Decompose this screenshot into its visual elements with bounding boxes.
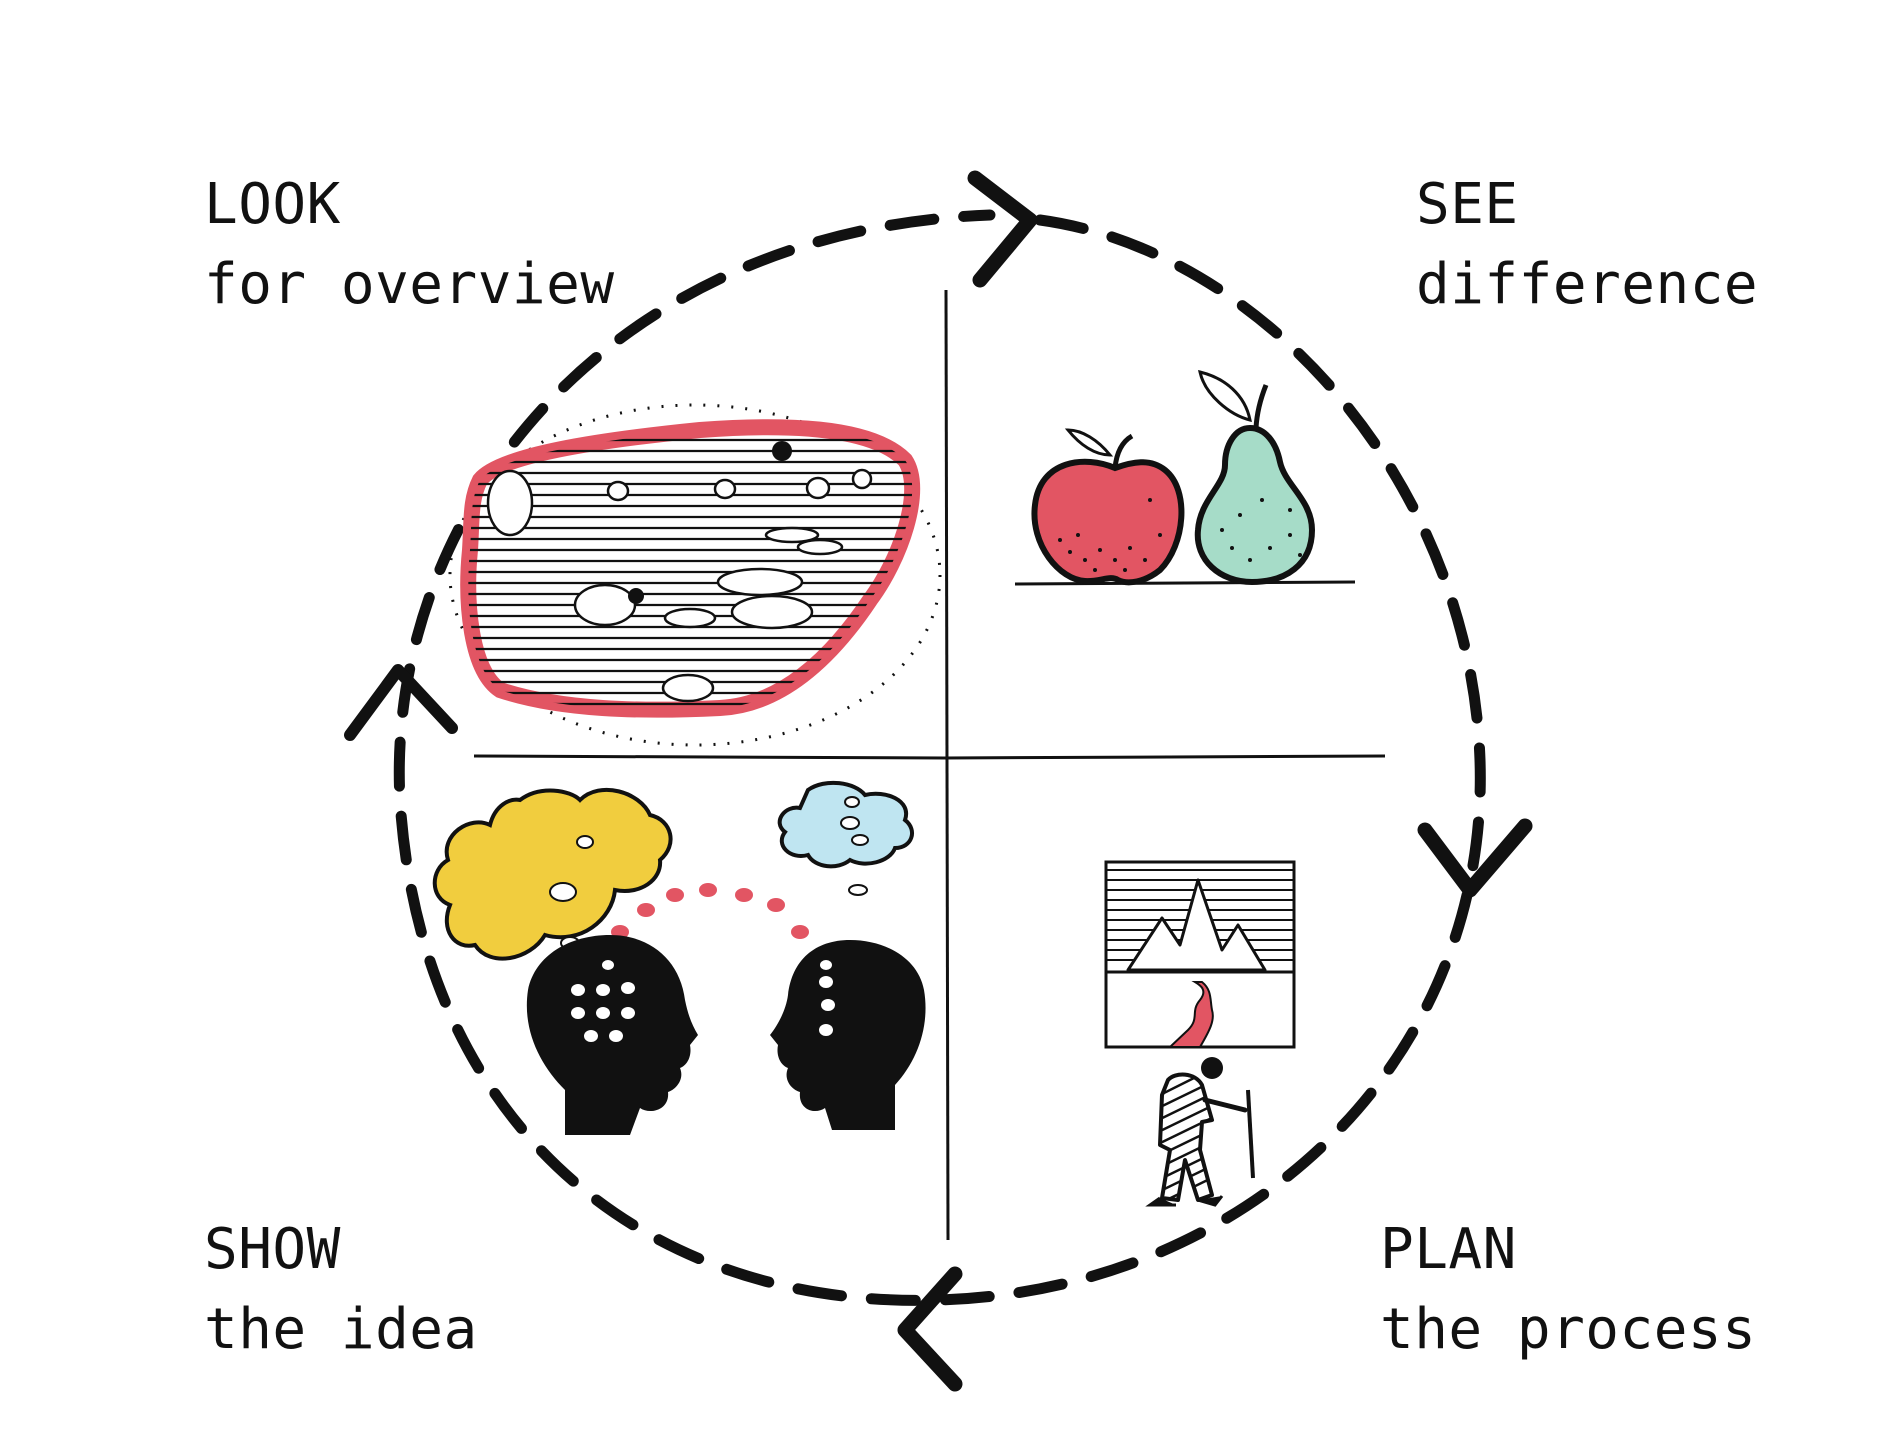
horizontal-divider: [473, 754, 1386, 760]
hiker-figure: [1145, 1057, 1255, 1207]
two-heads-with-thought-clouds-icon: [432, 780, 926, 1135]
mountain-frame: [1104, 860, 1296, 1049]
arrowhead-bottom-left: [897, 1266, 963, 1392]
look-heading: LOOK: [204, 172, 341, 237]
yellow-thought-cloud: [432, 788, 673, 961]
hatched-territory-map-icon: [448, 403, 942, 747]
plan-quadrant-label: PLAN the process: [1380, 1210, 1756, 1370]
show-quadrant-label: SHOW the idea: [204, 1210, 478, 1370]
apple-icon: [1031, 428, 1185, 586]
see-heading: SEE: [1416, 172, 1519, 237]
shelf-line: [1014, 580, 1356, 586]
pear-icon: [1194, 369, 1316, 586]
vertical-divider: [944, 289, 950, 1241]
see-subtext: difference: [1416, 252, 1759, 317]
plan-subtext: the process: [1380, 1297, 1757, 1362]
red-path: [1167, 981, 1214, 1048]
right-head-silhouette: [770, 940, 926, 1130]
red-dotted-arc: [611, 883, 809, 939]
cycle-loop: [344, 170, 1533, 1392]
show-subtext: the idea: [204, 1297, 478, 1362]
apple-and-pear-icon: [1014, 369, 1356, 586]
see-quadrant-label: SEE difference: [1416, 165, 1758, 325]
arrowhead-left-up: [344, 664, 458, 741]
arrowhead-top-right: [967, 170, 1038, 288]
arrowhead-right-down: [1417, 818, 1533, 898]
look-quadrant-label: LOOK for overview: [204, 165, 615, 325]
quadrant-dividers: [473, 289, 1386, 1241]
show-heading: SHOW: [204, 1217, 341, 1282]
look-subtext: for overview: [204, 252, 615, 317]
hiker-with-mountain-path-icon: [1104, 860, 1296, 1207]
plan-heading: PLAN: [1380, 1217, 1517, 1282]
